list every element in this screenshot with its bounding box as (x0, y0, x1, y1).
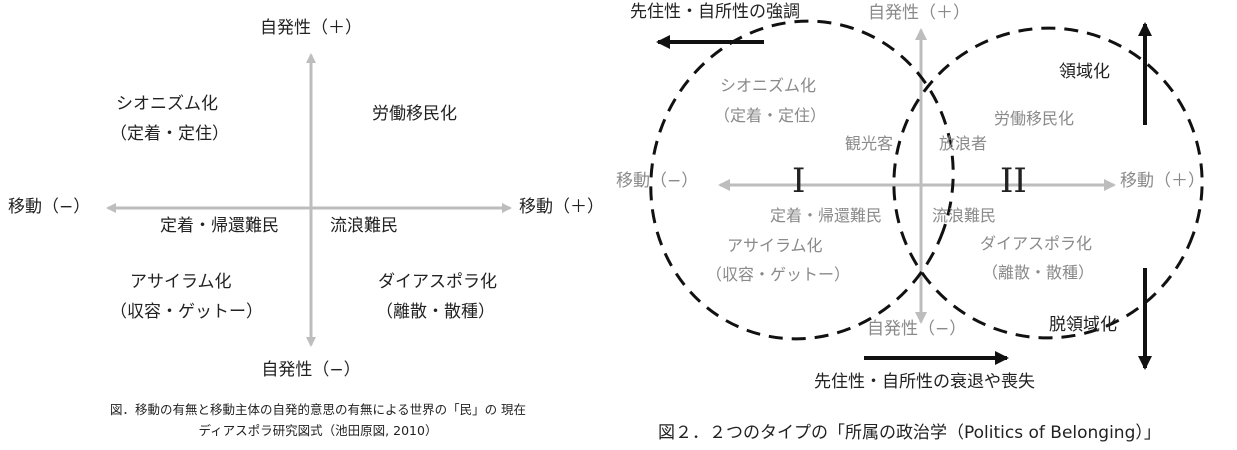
right-center-left: 定着・帰還難民 (770, 206, 883, 225)
right-roman-numeral-2: II (1000, 161, 1027, 201)
right-axis-top-label: 自発性（＋） (868, 3, 970, 23)
left-q-top-left-2: （定着・定住） (110, 124, 229, 144)
ellipse-type-1 (649, 19, 955, 341)
right-axes-and-ellipses (649, 19, 1204, 370)
right-q-top-left-1: シオニズム化 (720, 76, 817, 95)
ellipse-type-2 (892, 26, 1204, 340)
right-q-bottom-left-1: アサイラム化 (727, 236, 823, 255)
right-center-right: 流浪難民 (932, 206, 997, 225)
left-q-top-left-1: シオニズム化 (116, 94, 218, 114)
right-bottom-label: 先住性・自所性の衰退や喪失 (814, 372, 1035, 392)
left-q-bottom-right-1: ダイアスポラ化 (378, 272, 497, 292)
left-q-bottom-right-2: （離散・散種） (376, 302, 495, 322)
right-q-bottom-left-2: （収容・ゲットー） (706, 265, 851, 284)
left-diagram: 自発性（＋） 自発性（−） 移動（−） 移動（＋） シオニズム化 （定着・定住）… (0, 0, 612, 450)
left-axes (106, 53, 512, 347)
right-deterritorialization-label: 脱領域化 (1049, 315, 1117, 335)
left-center-right: 流浪難民 (330, 216, 398, 236)
right-q-top-right: 労働移民化 (994, 109, 1075, 128)
left-axis-top-label: 自発性（＋） (260, 18, 362, 38)
left-q-bottom-left-2: （収容・ゲットー） (110, 302, 263, 322)
left-axis-right-label: 移動（＋） (519, 197, 604, 217)
right-axis-right-label: 移動（＋） (1120, 171, 1205, 191)
right-tourist-label: 観光客 (845, 134, 894, 153)
right-caption: 図２．２つのタイプの「所属の政治学（Politics of Belonging）… (658, 423, 1161, 443)
left-caption-line-2: ディアスポラ研究図式（池田原図, 2010） (198, 423, 438, 438)
left-q-bottom-left-1: アサイラム化 (130, 272, 232, 292)
left-q-top-right: 労働移民化 (372, 104, 457, 124)
right-axis-left-label: 移動（−） (616, 171, 699, 191)
right-q-bottom-right-1: ダイアスポラ化 (980, 234, 1093, 253)
right-wanderer-label: 放浪者 (939, 134, 988, 153)
left-caption-line-1: 図．移動の有無と移動主体の自発的意思の有無による世界の「民」の 現在 (109, 402, 527, 417)
left-axis-bottom-label: 自発性（−） (261, 360, 361, 380)
right-diagram: 先住性・自所性の強調 自発性（＋） 領域化 脱領域化 移動（−） 移動（＋） 自… (612, 0, 1237, 450)
right-territorialization-label: 領域化 (1059, 62, 1110, 82)
right-q-bottom-right-2: （離散・散種） (982, 263, 1095, 282)
left-center-left: 定着・帰還難民 (160, 216, 279, 236)
right-axis-bottom-label: 自発性（−） (867, 319, 967, 339)
right-top-left-label: 先住性・自所性の強調 (630, 2, 800, 22)
right-roman-numeral-1: I (792, 161, 806, 201)
right-q-top-left-2: （定着・定住） (714, 106, 827, 125)
left-axis-left-label: 移動（−） (8, 197, 91, 217)
